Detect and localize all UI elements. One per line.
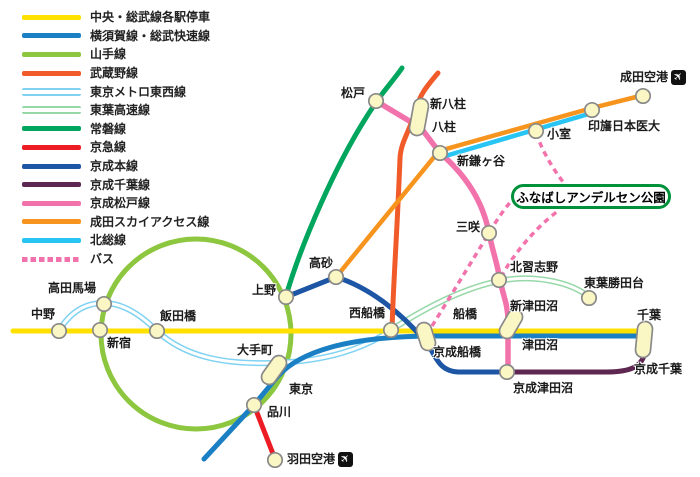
line-hokuso xyxy=(439,110,595,160)
legend-item-tokyo-metro-tozai: 東京メトロ東西線 xyxy=(22,82,210,101)
legend-item-keisei-chiba: 京成千葉線 xyxy=(22,175,210,194)
station-marker-funabashi-keisei-funabashi xyxy=(415,321,437,352)
station-marker-chiba-keisei-chiba xyxy=(634,320,654,359)
park-callout: ふなばしアンデルセン公園 xyxy=(511,184,671,209)
legend-swatch-keisei-main xyxy=(22,163,81,169)
station-marker-shin-yabashira-yabashira xyxy=(408,97,430,137)
station-marker-misaki xyxy=(480,224,498,242)
legend-item-narita-sky-access: 成田スカイアクセス線 xyxy=(22,213,210,232)
line-keikyu xyxy=(251,402,278,462)
line-bus-komuro-park xyxy=(534,132,569,189)
legend-item-chuo-sobu-local: 中央・総武線各駅停車 xyxy=(22,8,210,27)
legend-swatch-keisei-chiba xyxy=(22,182,81,188)
station-marker-toyo-katsutadai xyxy=(580,289,598,307)
legend-label: 武蔵野線 xyxy=(90,66,139,81)
legend-item-toyo-rapid: 東葉高速線 xyxy=(22,101,210,120)
legend-label: 北総線 xyxy=(90,233,127,248)
line-narita-sky-access xyxy=(334,92,647,279)
legend-label: 東京メトロ東西線 xyxy=(90,84,187,99)
legend-label: 京急線 xyxy=(90,140,127,155)
legend-swatch-narita-sky-access xyxy=(22,219,81,225)
station-marker-matsudo xyxy=(367,92,385,110)
station-marker-inba-nihon-idai xyxy=(583,101,601,119)
line-keisei-matsudo xyxy=(373,98,511,373)
line-musashino xyxy=(389,70,441,334)
legend-swatch-keisei-matsudo xyxy=(22,200,81,206)
line-toyo-rapid-core xyxy=(389,277,591,332)
line-toyo-rapid xyxy=(388,275,592,333)
station-marker-shinjuku xyxy=(91,321,109,339)
legend-item-keikyu: 京急線 xyxy=(22,138,210,157)
legend-item-musashino: 武蔵野線 xyxy=(22,64,210,83)
legend-label: 京成千葉線 xyxy=(90,177,151,192)
legend-swatch-hokuso xyxy=(22,237,81,243)
line-yamanote xyxy=(98,236,294,432)
legend-swatch-toyo-rapid xyxy=(22,106,81,115)
legend-item-hokuso: 北総線 xyxy=(22,231,210,250)
legend-swatch-tokyo-metro-tozai xyxy=(22,87,81,96)
legend-swatch-joban xyxy=(22,126,81,132)
legend: 中央・総武線各駅停車横須賀線・総武快速線山手線武蔵野線東京メトロ東西線東葉高速線… xyxy=(22,8,210,268)
station-marker-komuro xyxy=(527,122,545,140)
station-marker-ueno xyxy=(277,288,295,306)
legend-item-keisei-matsudo: 京成松戸線 xyxy=(22,194,210,213)
station-marker-narita-airport xyxy=(634,87,652,105)
legend-item-yamanote: 山手線 xyxy=(22,45,210,64)
legend-label: バス xyxy=(90,252,115,267)
legend-swatch-yamanote xyxy=(22,51,81,57)
legend-label: 東葉高速線 xyxy=(90,103,151,118)
legend-label: 山手線 xyxy=(90,47,127,62)
legend-label: 常磐線 xyxy=(90,121,127,136)
legend-swatch-keikyu xyxy=(22,144,81,150)
legend-label: 中央・総武線各駅停車 xyxy=(90,10,211,25)
legend-item-yokosuka-sobu-rapid: 横須賀線・総武快速線 xyxy=(22,27,210,46)
line-keisei-chiba xyxy=(504,348,648,375)
station-marker-takasago xyxy=(327,268,345,286)
legend-swatch-bus xyxy=(22,256,81,262)
station-marker-takadanobaba xyxy=(95,295,113,313)
station-marker-nakano xyxy=(50,322,68,340)
legend-swatch-chuo-sobu-local xyxy=(22,14,81,20)
station-marker-shin-tsudanuma-tsudanuma xyxy=(498,308,524,340)
station-marker-haneda-airport xyxy=(266,451,284,469)
station-marker-keisei-tsudanuma xyxy=(498,363,516,381)
legend-label: 横須賀線・総武快速線 xyxy=(90,28,211,43)
legend-label: 京成松戸線 xyxy=(90,196,151,211)
legend-label: 成田スカイアクセス線 xyxy=(90,214,210,229)
legend-item-keisei-main: 京成本線 xyxy=(22,157,210,176)
station-marker-kita-narashino xyxy=(490,271,508,289)
legend-label: 京成本線 xyxy=(90,159,139,174)
line-joban xyxy=(283,65,405,299)
station-marker-otemachi-tokyo xyxy=(260,354,288,386)
station-marker-iidabashi xyxy=(148,322,166,340)
park-callout-label: ふなばしアンデルセン公園 xyxy=(516,190,666,205)
legend-item-bus: バス xyxy=(22,250,210,269)
station-marker-nishi-funabashi xyxy=(382,321,400,339)
legend-swatch-musashino xyxy=(22,70,81,76)
line-bus-kitanarashino-park xyxy=(499,209,560,278)
station-marker-shin-kamagaya xyxy=(431,144,449,162)
station-marker-shinagawa xyxy=(245,396,263,414)
legend-item-joban: 常磐線 xyxy=(22,120,210,139)
legend-swatch-yokosuka-sobu-rapid xyxy=(22,33,81,39)
